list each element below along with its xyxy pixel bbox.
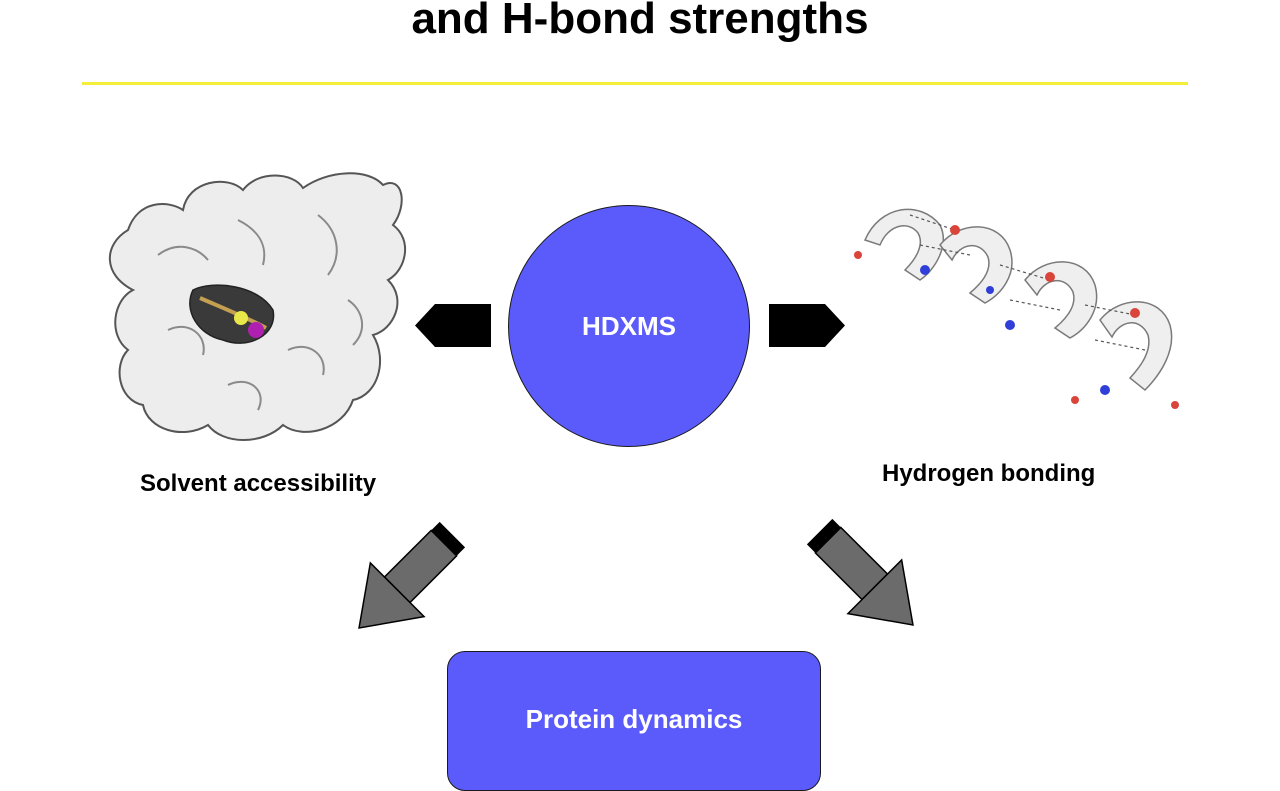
- arrow-down-right-gray: [358, 521, 466, 629]
- protein-surface-image: [108, 172, 407, 441]
- arrow-right-black: [769, 304, 845, 347]
- hydrogen-bonding-label: Hydrogen bonding: [882, 460, 1096, 487]
- hdxms-circle: HDXMS: [508, 205, 750, 447]
- protein-dynamics-box: Protein dynamics: [447, 651, 821, 791]
- arrow-down-left-gray: [806, 518, 914, 626]
- arrow-left-black: [415, 304, 491, 347]
- title-divider: [82, 82, 1188, 85]
- hdxms-label: HDXMS: [582, 311, 676, 341]
- slide-title: and H-bond strengths: [411, 0, 869, 43]
- alpha-helix-image: [854, 208, 1179, 409]
- solvent-accessibility-label: Solvent accessibility: [140, 470, 377, 497]
